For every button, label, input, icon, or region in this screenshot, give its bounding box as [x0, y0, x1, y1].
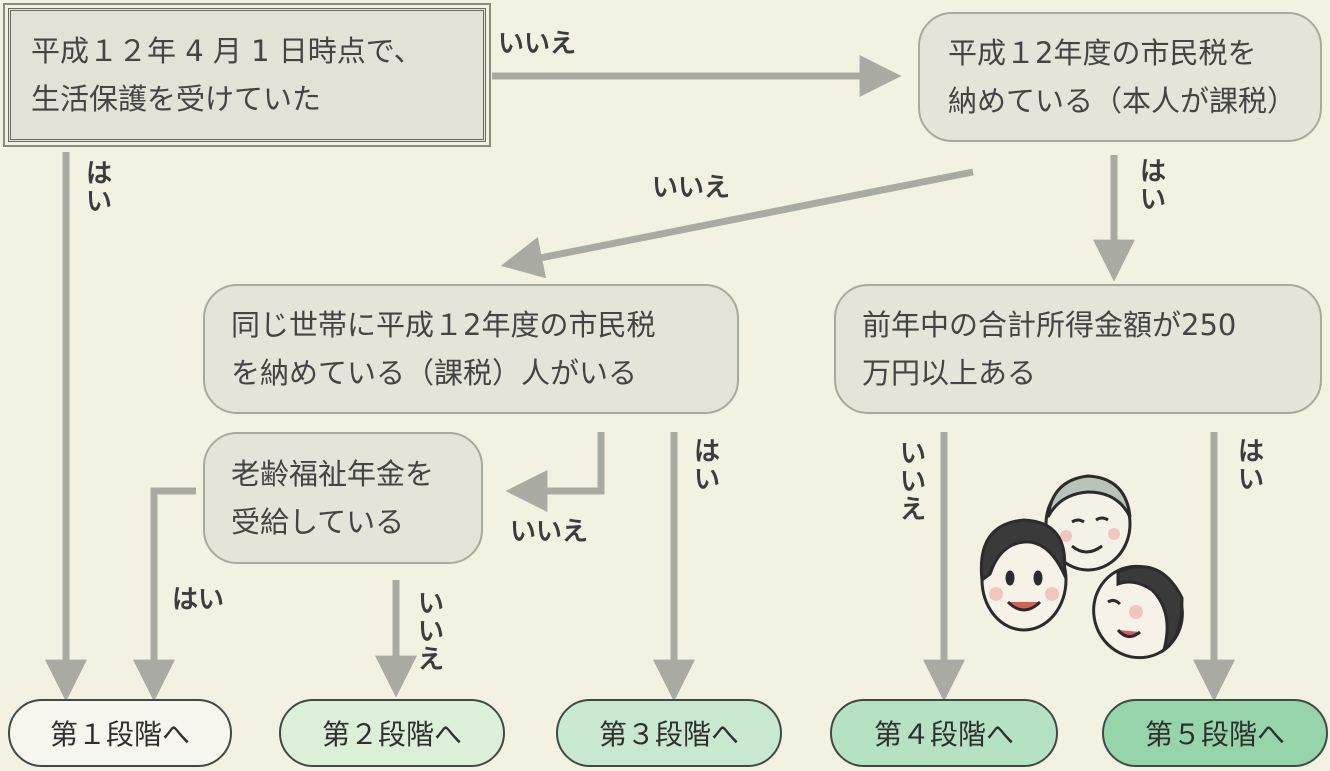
arrow-q5-yes [133, 487, 196, 702]
result-stage-5: 第５段階へ [1102, 699, 1328, 767]
label-q1-yes: はい [85, 159, 112, 217]
question-line: 万円以上ある [862, 356, 1037, 390]
question-old-age-pension: 老齢福祉年金を 受給している [203, 432, 483, 564]
question-line: 同じ世帯に平成１2年度の市民税 [231, 308, 656, 342]
question-household-taxed: 同じ世帯に平成１2年度の市民税 を納めている（課税）人がいる [203, 284, 739, 414]
question-line: を納めている（課税）人がいる [231, 356, 638, 390]
result-stage-3: 第３段階へ [556, 699, 782, 767]
question-line: 納めている（本人が課税） [948, 84, 1297, 118]
elderly-faces-illustration [979, 474, 1184, 660]
label-q4-no: いいえ [899, 439, 926, 525]
label-q2-no: いいえ [652, 173, 731, 203]
face-elderly-woman-right [1092, 564, 1184, 660]
question-self-taxed: 平成１2年度の市民税を 納めている（本人が課税） [918, 12, 1322, 142]
label-q2-yes: はい [1139, 157, 1166, 215]
label-q1-no: いいえ [498, 29, 577, 59]
question-income-threshold: 前年中の合計所得金額が250 万円以上ある [834, 284, 1322, 414]
question-line: 受給している [231, 505, 405, 539]
arrow-q3-no [505, 432, 605, 512]
question-line: 平成１２年 4 月 1 日時点で、 [31, 34, 423, 68]
label-q4-yes: はい [1237, 437, 1264, 495]
question-welfare-recipient: 平成１２年 4 月 1 日時点で、 生活保護を受けていた [3, 3, 491, 147]
face-elderly-woman-left [979, 518, 1068, 632]
result-stage-2: 第２段階へ [279, 699, 505, 767]
label-q3-yes: はい [693, 437, 720, 495]
question-line: 前年中の合計所得金額が250 [862, 308, 1237, 342]
result-stage-1: 第１段階へ [8, 699, 232, 767]
result-stage-4: 第４段階へ [830, 699, 1058, 767]
label-q3-no: いいえ [510, 517, 589, 547]
question-line: 平成１2年度の市民税を [948, 36, 1257, 70]
arrow-q2-no [500, 168, 974, 279]
question-line: 老齢福祉年金を [231, 457, 435, 491]
face-elderly-man [1044, 474, 1132, 572]
label-q5-yes: はい [172, 585, 225, 615]
question-line: 生活保護を受けていた [31, 82, 322, 116]
label-q5-no: いいえ [417, 589, 444, 675]
